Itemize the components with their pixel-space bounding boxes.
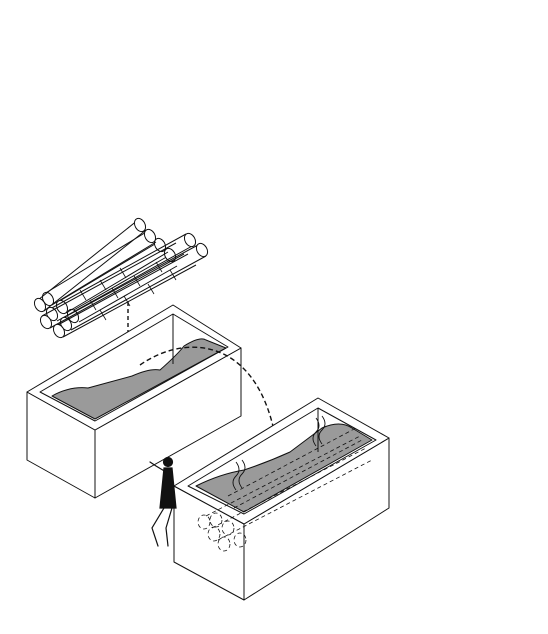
person-legs [151,507,173,547]
transfer-arrow [139,346,283,460]
person-head [162,456,174,468]
soaking-tank [26,304,242,499]
person-figure-icon [149,456,177,547]
person-arm [149,461,167,473]
bamboo-pole [33,217,147,313]
boiling-tank [173,397,390,601]
bamboo-nodes [79,261,177,321]
person-body [159,467,177,509]
bamboo-pole [66,247,178,324]
bamboo-pole [39,242,185,330]
liquid-surface [195,423,373,513]
liquid-surface [51,338,227,420]
submerged-bamboo [197,427,373,552]
bamboo-bundle-icon [33,217,209,339]
